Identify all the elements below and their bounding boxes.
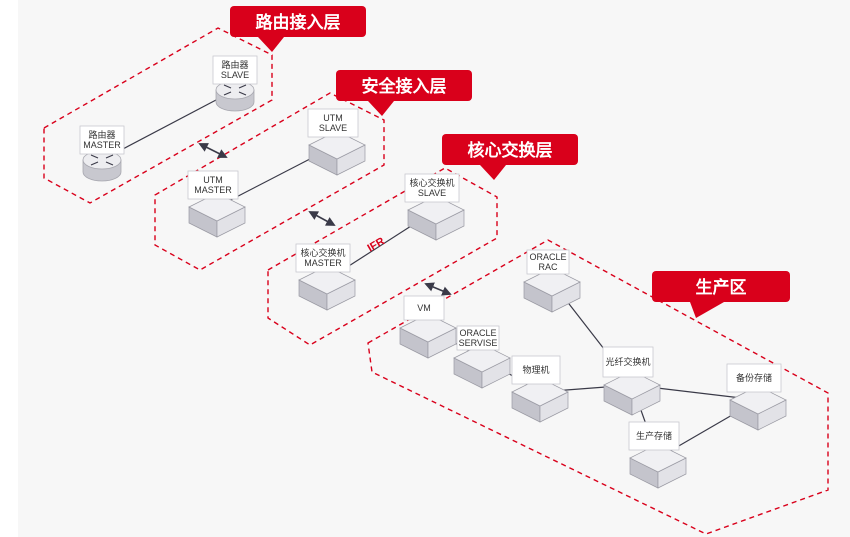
device-label: SLAVE (319, 123, 347, 133)
device-label: 路由器 (88, 129, 115, 140)
zone-title: 路由接入层 (256, 12, 341, 33)
zone-outline-production (367, 239, 829, 535)
double-arrow-icon (424, 282, 452, 296)
callout-box (652, 271, 790, 302)
device-label: SERVISE (459, 338, 498, 348)
device-backup-storage[interactable]: 备份存储 (726, 363, 787, 431)
zone-title: 核心交换层 (468, 140, 553, 161)
device-label-box (404, 173, 460, 203)
double-arrow-icon (198, 143, 228, 158)
device-physical[interactable]: 物理机 (511, 355, 569, 423)
device-label: 备份存储 (736, 372, 772, 383)
zone-outline-security (154, 92, 385, 271)
device-label: 生产存储 (636, 430, 672, 441)
device-label-box (602, 346, 654, 378)
device-label: 物理机 (522, 364, 549, 375)
zone-title: 生产区 (696, 277, 747, 298)
device-label-box (79, 125, 125, 155)
device-label: ORACLE (529, 252, 566, 262)
device-label: MASTER (194, 185, 232, 195)
device-label-box (187, 170, 239, 200)
callout-core: 核心交换层 (442, 134, 578, 180)
device-vm[interactable]: VM (399, 295, 457, 359)
devices-layer: 路由器MASTER路由器SLAVEUTMMASTERUTMSLAVE核心交换机M… (79, 55, 787, 489)
device-label-box (403, 295, 445, 321)
device-prod-storage[interactable]: 生产存储 (628, 421, 687, 489)
callout-tail (258, 37, 284, 52)
device-label-box (456, 325, 500, 351)
device-label-box (726, 363, 782, 393)
double-arrow-icon (308, 211, 336, 226)
device-label: SLAVE (221, 70, 249, 80)
router-arrow-icon (90, 154, 99, 159)
ifr-link-label: IFR (366, 235, 387, 254)
device-label: VM (417, 303, 431, 313)
device-label-box (307, 108, 359, 138)
callout-tail (368, 101, 394, 116)
device-label: 光纤交换机 (605, 356, 650, 367)
device-label: SLAVE (418, 188, 446, 198)
router-arrow-icon (105, 154, 114, 159)
callout-production: 生产区 (652, 271, 790, 318)
device-label: UTM (203, 175, 223, 185)
device-label-box (628, 421, 680, 451)
callout-security: 安全接入层 (336, 70, 472, 116)
device-label: UTM (323, 113, 343, 123)
callout-box (230, 6, 366, 37)
router-arrow-icon (223, 91, 232, 96)
device-label: MASTER (304, 258, 342, 268)
device-label-box (526, 249, 570, 275)
zone-outline-routing (43, 27, 273, 204)
device-label: 核心交换机 (300, 247, 345, 258)
callout-tail (690, 302, 724, 318)
device-label-box (511, 355, 561, 385)
device-label-box (212, 55, 258, 85)
device-label-box (295, 243, 351, 273)
device-label: RAC (538, 262, 558, 272)
device-label: ORACLE (459, 328, 496, 338)
callout-box (442, 134, 578, 165)
device-label: 核心交换机 (409, 177, 454, 188)
zone-title: 安全接入层 (362, 76, 447, 97)
device-label: 路由器 (221, 59, 248, 70)
callout-tail (480, 165, 506, 180)
router-arrow-icon (223, 84, 232, 89)
callout-routing: 路由接入层 (230, 6, 366, 52)
router-arrow-icon (90, 161, 99, 166)
device-label: MASTER (83, 140, 121, 150)
inter-zone-arrows (198, 143, 452, 296)
router-arrow-icon (105, 161, 114, 166)
zone-outline-core (267, 167, 498, 346)
callout-box (336, 70, 472, 101)
router-arrow-icon (238, 84, 247, 89)
router-arrow-icon (238, 91, 247, 96)
zone-outlines (43, 27, 829, 535)
device-fc-switch[interactable]: 光纤交换机 (602, 346, 661, 416)
